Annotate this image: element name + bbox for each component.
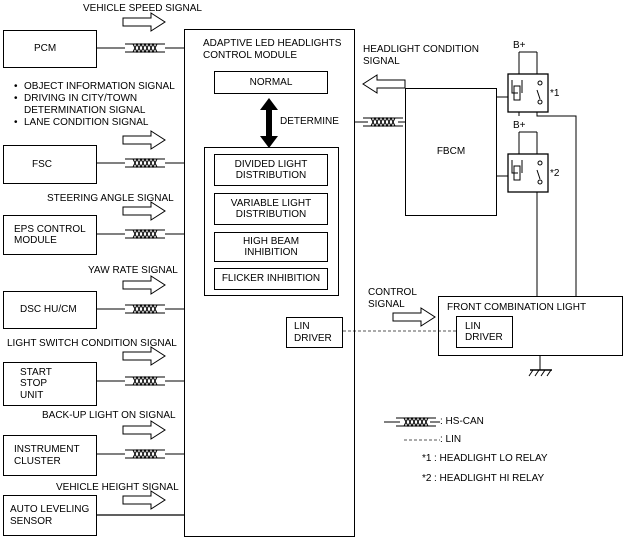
module-lin-driver-box: LIN DRIVER xyxy=(286,317,343,348)
high-beam-inhibition-box: HIGH BEAM INHIBITION xyxy=(214,232,328,262)
fbcm-box: FBCM xyxy=(405,88,497,216)
function-group xyxy=(204,147,339,296)
can-link-fbcm xyxy=(355,117,405,127)
pcm-box: PCM xyxy=(3,30,97,68)
arrow-fsc xyxy=(122,130,166,150)
light-switch-signal-label: LIGHT SWITCH CONDITION SIGNAL xyxy=(7,338,177,349)
can-link-start-stop xyxy=(97,376,184,386)
start-stop-unit-box: START STOP UNIT xyxy=(3,362,97,406)
legend-hs-can-symbol xyxy=(384,417,440,427)
legend-hs-can-label: : HS-CAN xyxy=(440,416,484,427)
legend-lo-relay-mark: *1 xyxy=(422,453,432,464)
fsc-box: FSC xyxy=(3,145,97,184)
fsc-signal-item: •OBJECT INFORMATION SIGNAL xyxy=(14,81,175,92)
fbcm-label: FBCM xyxy=(436,146,466,158)
flicker-label: FLICKER INHIBITION xyxy=(221,273,321,285)
front-combination-light-box: FRONT COMBINATION LIGHT xyxy=(438,296,623,356)
fsc-signal-list: •OBJECT INFORMATION SIGNAL •DRIVING IN C… xyxy=(14,81,175,129)
adaptive-led-headlights-control-module: ADAPTIVE LED HEADLIGHTS CONTROL MODULE xyxy=(184,29,355,537)
auto-leveling-label: AUTO LEVELING SENSOR xyxy=(10,504,90,527)
b-plus-hi-label: B+ xyxy=(513,120,526,131)
legend-lin-label: : LIN xyxy=(440,434,462,445)
lo-relay-mark: *1 xyxy=(550,88,560,99)
hi-relay-mark: *2 xyxy=(550,168,560,179)
module-title: ADAPTIVE LED HEADLIGHTS CONTROL MODULE xyxy=(203,38,342,61)
can-link-fsc xyxy=(97,158,184,168)
headlight-lo-relay xyxy=(507,51,549,116)
headlight-condition-signal-label: HEADLIGHT CONDITION SIGNAL xyxy=(363,44,479,67)
arrow-vehicle-height xyxy=(122,490,166,510)
flicker-inhibition-box: FLICKER INHIBITION xyxy=(214,268,328,290)
normal-label: NORMAL xyxy=(249,76,293,88)
vehicle-height-signal-label: VEHICLE HEIGHT SIGNAL xyxy=(56,482,179,493)
can-link-dsc xyxy=(97,304,184,314)
fsc-signal-item: •DRIVING IN CITY/TOWN DETERMINATION SIGN… xyxy=(14,93,146,116)
dsc-box: DSC HU/CM xyxy=(3,291,97,329)
pcm-label: PCM xyxy=(34,43,57,55)
determine-label: DETERMINE xyxy=(280,116,339,127)
high-beam-label: HIGH BEAM INHIBITION xyxy=(242,235,300,259)
arrow-light-switch xyxy=(122,346,166,366)
b-plus-lo-label: B+ xyxy=(513,40,526,51)
arrow-control-signal xyxy=(392,307,436,327)
variable-light-label: VARIABLE LIGHT DISTRIBUTION xyxy=(230,197,312,221)
dsc-label: DSC HU/CM xyxy=(20,304,77,316)
vehicle-speed-signal-label: VEHICLE SPEED SIGNAL xyxy=(83,3,202,14)
divided-light-label: DIVIDED LIGHT DISTRIBUTION xyxy=(234,158,308,182)
auto-leveling-sensor-box: AUTO LEVELING SENSOR xyxy=(3,495,97,536)
ground-symbol xyxy=(528,356,552,377)
legend-lo-relay-label: : HEADLIGHT LO RELAY xyxy=(434,453,548,464)
control-signal-label: CONTROL SIGNAL xyxy=(368,287,417,310)
fsc-label: FSC xyxy=(32,158,52,170)
divided-light-distribution-box: DIVIDED LIGHT DISTRIBUTION xyxy=(214,154,328,186)
variable-light-distribution-box: VARIABLE LIGHT DISTRIBUTION xyxy=(214,193,328,225)
arrow-vehicle-speed xyxy=(122,12,166,32)
can-link-pcm xyxy=(97,43,184,53)
normal-mode-box: NORMAL xyxy=(214,71,328,94)
arrow-backup xyxy=(122,420,166,440)
arrow-steering xyxy=(122,201,166,221)
eps-control-module-box: EPS CONTROL MODULE xyxy=(3,215,97,255)
determine-arrow xyxy=(260,98,278,148)
legend-hi-relay-mark: *2 xyxy=(422,473,432,484)
yaw-rate-signal-label: YAW RATE SIGNAL xyxy=(88,265,178,276)
legend-hi-relay-label: : HEADLIGHT HI RELAY xyxy=(434,473,545,484)
fsc-signal-item: •LANE CONDITION SIGNAL xyxy=(14,117,149,128)
headlight-hi-relay xyxy=(507,131,549,193)
instrument-cluster-box: INSTRUMENT CLUSTER xyxy=(3,435,97,476)
steering-angle-signal-label: STEERING ANGLE SIGNAL xyxy=(47,193,174,204)
front-light-lin-driver-label: LIN DRIVER xyxy=(465,320,503,344)
front-combination-light-label: FRONT COMBINATION LIGHT xyxy=(447,302,587,313)
front-light-lin-driver-box: LIN DRIVER xyxy=(456,316,513,348)
wire-lo-output xyxy=(536,112,577,296)
arrow-headlight-condition xyxy=(362,74,406,94)
start-stop-label: START STOP UNIT xyxy=(20,366,52,401)
backup-light-signal-label: BACK-UP LIGHT ON SIGNAL xyxy=(42,410,176,421)
can-link-instrument xyxy=(97,449,184,459)
instrument-label: INSTRUMENT CLUSTER xyxy=(14,444,80,467)
eps-label: EPS CONTROL MODULE xyxy=(14,223,86,247)
module-lin-driver-label: LIN DRIVER xyxy=(294,321,332,344)
arrow-yaw xyxy=(122,275,166,295)
can-link-eps xyxy=(97,229,184,239)
